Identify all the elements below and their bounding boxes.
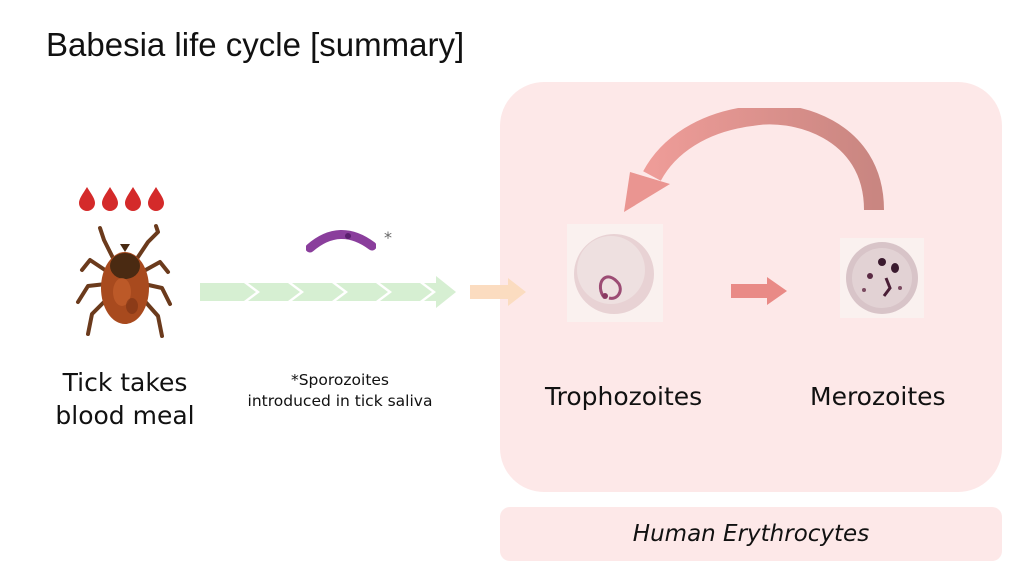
- erythrocyte-label: Human Erythrocytes: [633, 521, 869, 547]
- erythrocyte-label-box: Human Erythrocytes: [500, 507, 1002, 561]
- cycle-curved-arrow: [612, 108, 892, 218]
- diagram-title: Babesia life cycle [summary]: [46, 26, 464, 64]
- merozoites-label: Merozoites: [810, 382, 946, 411]
- sporozoite-icon: [306, 224, 376, 256]
- tick-icon: [70, 222, 180, 348]
- tick-label-line1: Tick takes: [40, 366, 210, 399]
- tick-label: Tick takes blood meal: [40, 366, 210, 432]
- sporozoite-note: *Sporozoites introduced in tick saliva: [232, 370, 448, 412]
- tick-label-line2: blood meal: [40, 399, 210, 432]
- trophozoites-label: Trophozoites: [545, 382, 702, 411]
- entry-arrow: [470, 278, 528, 306]
- blood-drops-icon: [78, 186, 174, 212]
- trophozoite-cell-image: [567, 224, 663, 322]
- transmission-chevron-arrow: [200, 276, 460, 308]
- merozoite-cell-image: [840, 238, 924, 318]
- sporozoite-note-line2: introduced in tick saliva: [232, 391, 448, 412]
- sporozoite-note-line1: *Sporozoites: [232, 370, 448, 391]
- sporozoite-asterisk: *: [384, 228, 392, 247]
- development-arrow: [731, 277, 789, 305]
